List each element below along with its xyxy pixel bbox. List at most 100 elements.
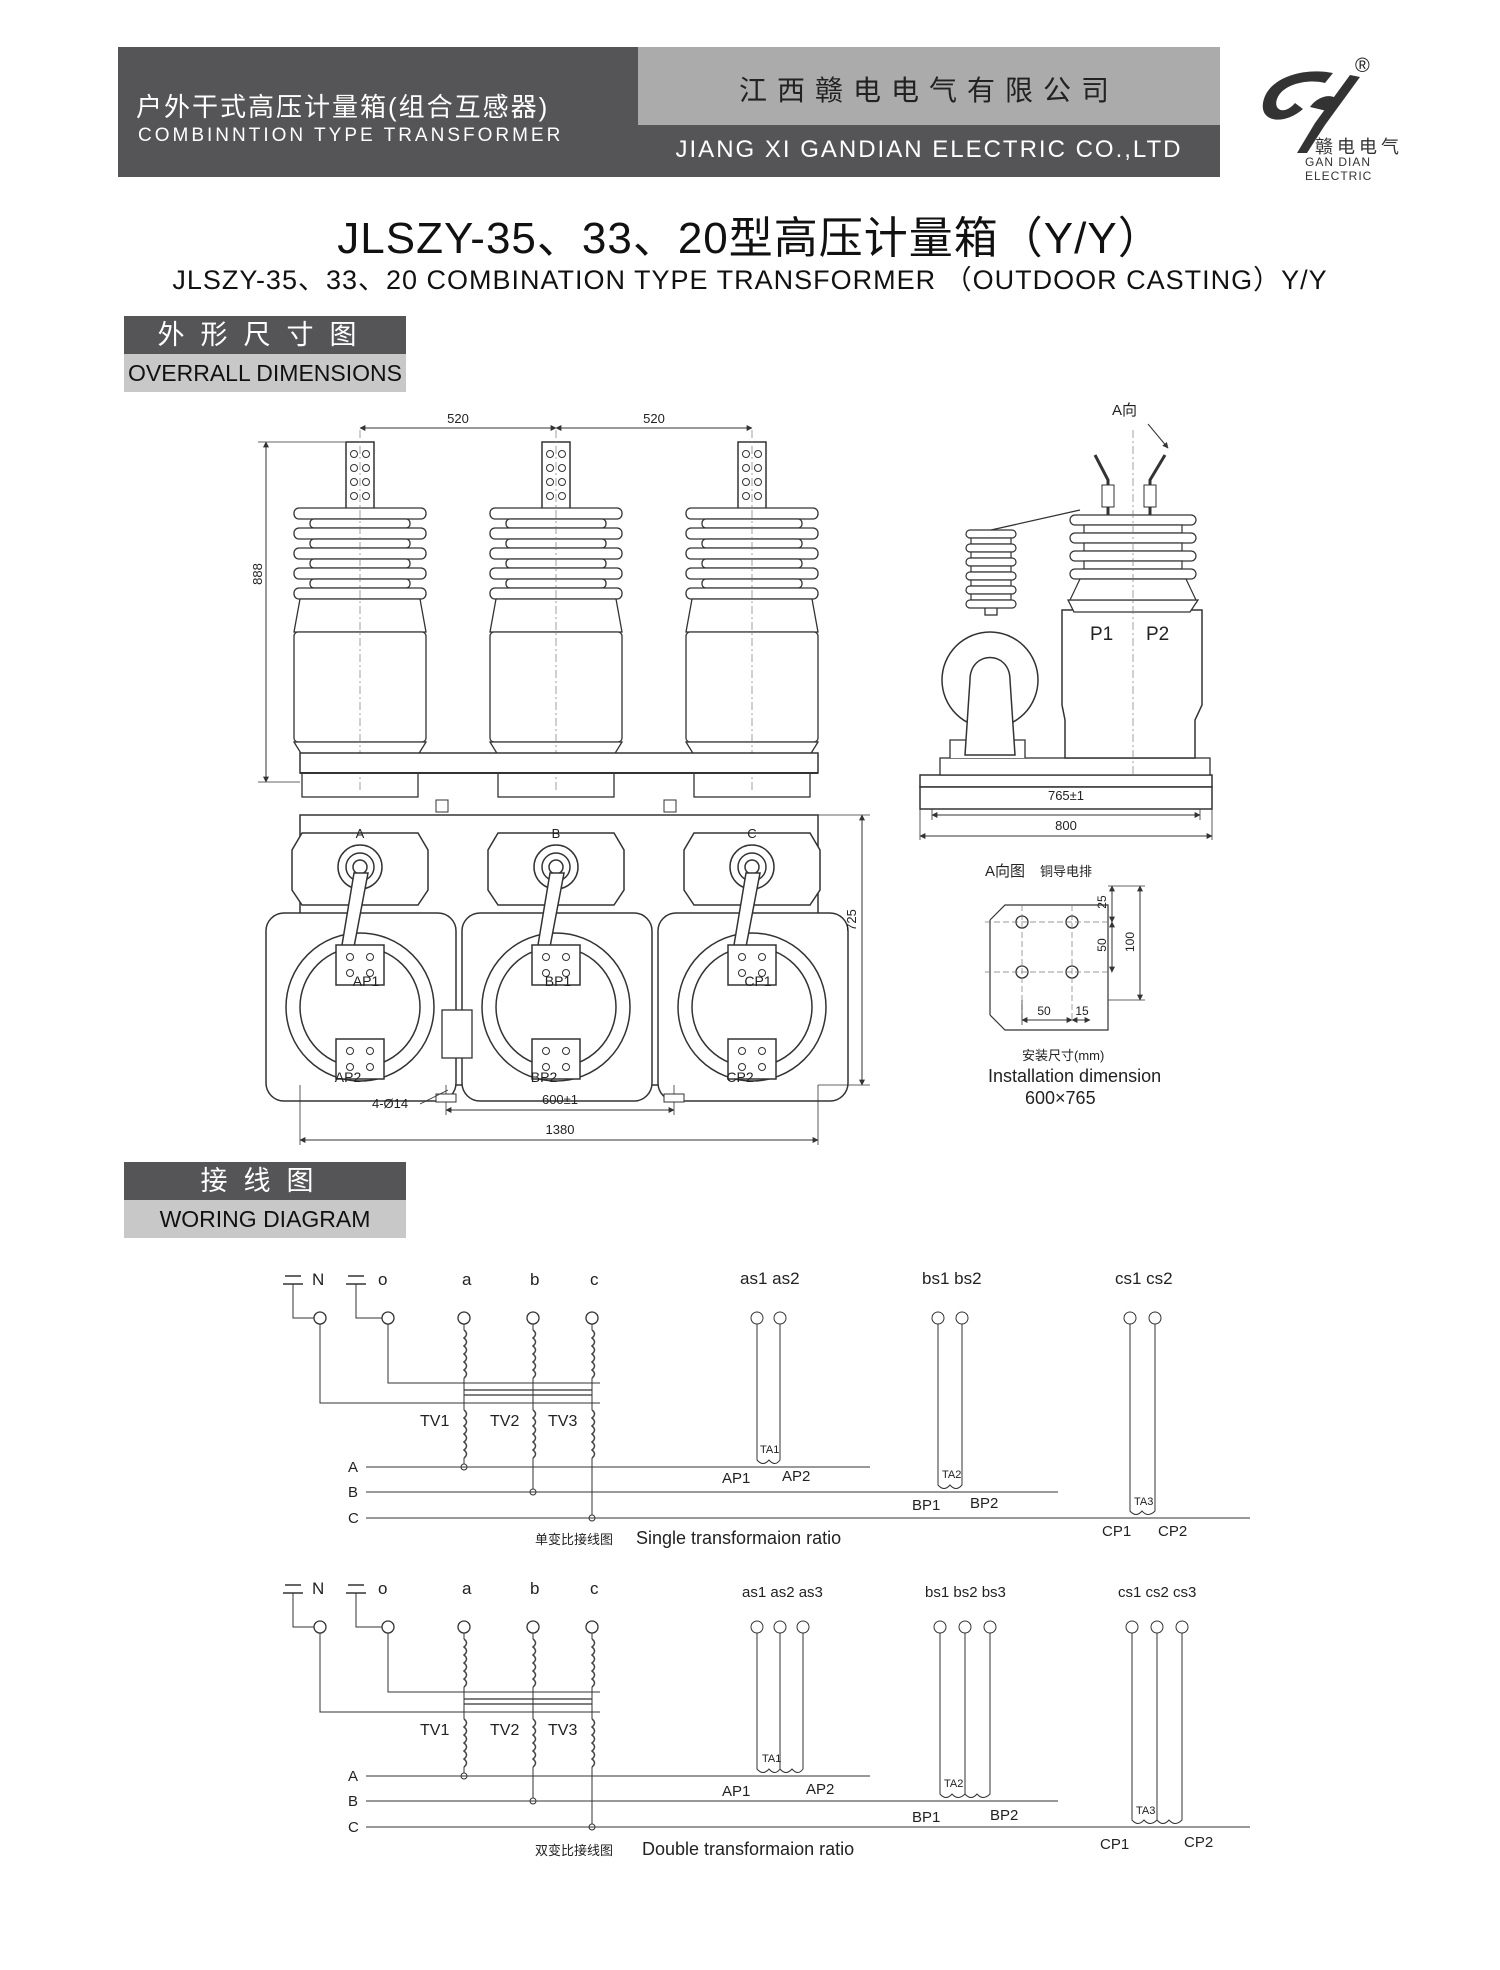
plan-bp2: BP2 (531, 1069, 558, 1085)
terminal-o: o (378, 1270, 387, 1289)
install-label-en: Installation dimension (988, 1066, 1161, 1086)
front-view: 520 520 888 (250, 411, 819, 798)
tv2-label: TV2 (490, 1722, 519, 1739)
plan-bp1: BP1 (545, 973, 572, 989)
company-name-en: JIANG XI GANDIAN ELECTRIC CO.,LTD (675, 136, 1183, 163)
dim-600: 600±1 (542, 1092, 578, 1107)
section-title-cn: 外形尺寸图 (124, 316, 406, 354)
terminals-cs: cs1 cs2 cs3 (1118, 1584, 1196, 1601)
ap2-label: AP2 (782, 1468, 810, 1485)
section-header-wiring: 接线图 WORING DIAGRAM (124, 1162, 406, 1238)
bp2-label: BP2 (990, 1807, 1018, 1824)
line-B-label: B (348, 1793, 358, 1810)
cp1-label: CP1 (1100, 1836, 1129, 1853)
plan-cp2: CP2 (726, 1069, 753, 1085)
section-title-en: OVERRALL DIMENSIONS (124, 354, 406, 392)
company-name-banner: 江西赣电电气有限公司 (638, 47, 1220, 125)
tv3-label: TV3 (548, 1722, 577, 1739)
caption-en: Single transformaion ratio (636, 1528, 841, 1548)
ap1-label: AP1 (722, 1470, 750, 1487)
terminal-c: c (590, 1579, 599, 1598)
ap2-label: AP2 (806, 1781, 834, 1798)
detail-dim-50-horizontal: 50 (1037, 1004, 1051, 1018)
bp2-label: BP2 (970, 1495, 998, 1512)
logo-mark-icon (1262, 71, 1360, 153)
plan-ap1: AP1 (353, 973, 380, 989)
dim-1380: 1380 (546, 1122, 575, 1137)
bp1-label: BP1 (912, 1497, 940, 1514)
line-A-label: A (348, 1768, 358, 1785)
section-header-dimensions: 外形尺寸图 OVERRALL DIMENSIONS (124, 316, 406, 392)
product-type-cn: 户外干式高压计量箱(组合互感器) (136, 92, 550, 122)
caption-cn: 单变比接线图 (535, 1532, 613, 1547)
tv2-label: TV2 (490, 1413, 519, 1430)
tv3-label: TV3 (548, 1413, 577, 1430)
terminal-b: b (530, 1579, 539, 1598)
section-title-en: WORING DIAGRAM (124, 1200, 406, 1238)
detail-dim-100: 100 (1123, 932, 1137, 952)
logo-text-en: GAN DIAN ELECTRIC (1305, 155, 1373, 183)
ta3-label: TA3 (1136, 1805, 1155, 1817)
dim-765: 765±1 (1048, 788, 1084, 803)
registered-mark: ® (1355, 55, 1370, 77)
page-title: JLSZY-35、33、20型高压计量箱（Y/Y） (337, 214, 1163, 263)
terminal-o: o (378, 1579, 387, 1598)
detail-dim-25: 25 (1095, 895, 1109, 909)
terminals-as: as1 as2 as3 (742, 1584, 823, 1601)
install-value: 600×765 (1025, 1088, 1096, 1108)
terminal-N: N (312, 1579, 324, 1598)
ta1-label: TA1 (762, 1753, 781, 1765)
company-name-cn: 江西赣电电气有限公司 (738, 75, 1119, 106)
dim-holes: 4-Ø14 (372, 1096, 408, 1111)
phase-b-label: B (552, 826, 561, 841)
side-p1-label: P1 (1090, 624, 1113, 645)
section-title-cn: 接线图 (124, 1162, 406, 1200)
a-view-detail: A向图 铜导电排 25 50 100 50 15 安装尺寸(mm) Instal… (985, 863, 1161, 1108)
company-logo: ® 赣电电气 GAN DIAN ELECTRIC (1255, 55, 1425, 183)
terminals-bs: bs1 bs2 (922, 1269, 982, 1288)
terminal-N: N (312, 1270, 324, 1289)
line-B-label: B (348, 1484, 358, 1501)
logo-text-cn: 赣电电气 (1315, 137, 1403, 157)
ta2-label: TA2 (942, 1469, 961, 1481)
page-subtitle: JLSZY-35、33、20 COMBINATION TYPE TRANSFOR… (172, 265, 1328, 295)
wiring-double-ratio: N o a b c TV1 TV2 TV3 A B C (282, 1579, 1250, 1859)
ap1-label: AP1 (722, 1783, 750, 1800)
product-type-en: COMBINNTION TYPE TRANSFORMER (138, 125, 564, 146)
terminal-a: a (462, 1270, 472, 1289)
terminal-b: b (530, 1270, 539, 1289)
install-label-cn: 安装尺寸(mm) (1022, 1048, 1104, 1063)
terminals-bs: bs1 bs2 bs3 (925, 1584, 1006, 1601)
dir-a-label: A向 (1112, 402, 1137, 419)
side-p2-label: P2 (1146, 624, 1169, 645)
dim-520-left: 520 (447, 411, 469, 426)
cp2-label: CP2 (1158, 1523, 1187, 1540)
terminal-c: c (590, 1270, 599, 1289)
terminal-a: a (462, 1579, 472, 1598)
ta3-label: TA3 (1134, 1496, 1153, 1508)
terminals-cs: cs1 cs2 (1115, 1269, 1173, 1288)
cp2-label: CP2 (1184, 1834, 1213, 1851)
line-A-label: A (348, 1459, 358, 1476)
dim-800: 800 (1055, 818, 1077, 833)
side-view: A向 P1 P2 765±1 800 (919, 402, 1213, 840)
company-name-en-banner: JIANG XI GANDIAN ELECTRIC CO.,LTD (638, 125, 1220, 177)
dim-888: 888 (250, 563, 265, 585)
tv1-label: TV1 (420, 1722, 449, 1739)
detail-dim-50-vertical: 50 (1095, 938, 1109, 952)
a-view-title: A向图 (985, 863, 1025, 880)
tv1-label: TV1 (420, 1413, 449, 1430)
dim-520-right: 520 (643, 411, 665, 426)
phase-a-label: A (356, 826, 365, 841)
phase-c-label: C (747, 826, 756, 841)
plan-view: A B C AP1 BP1 CP1 AP2 BP2 CP2 725 600±1 … (265, 799, 870, 1145)
terminals-as: as1 as2 (740, 1269, 800, 1288)
bp1-label: BP1 (912, 1809, 940, 1826)
plan-ap2: AP2 (335, 1069, 362, 1085)
caption-en: Double transformaion ratio (642, 1839, 854, 1859)
detail-dim-15: 15 (1075, 1004, 1089, 1018)
plan-cp1: CP1 (744, 973, 771, 989)
ta1-label: TA1 (760, 1444, 779, 1456)
